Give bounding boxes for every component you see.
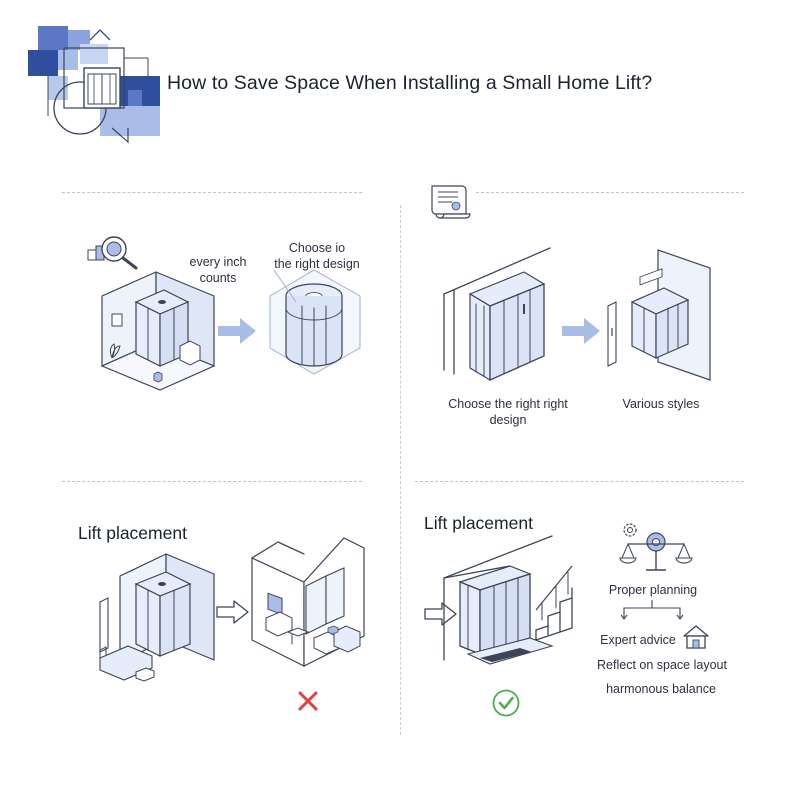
house-icon (683, 625, 709, 649)
heading-lift-placement-right: Lift placement (424, 513, 533, 533)
arrow-right-outline-icon (216, 600, 249, 624)
scroll-icon (431, 185, 471, 219)
step-proper-planning: Proper planning (608, 583, 698, 597)
divider-vertical (400, 205, 401, 735)
caption-various-styles: Various styles (622, 397, 700, 411)
planning-balance-icon (619, 523, 693, 571)
divider-top-left (62, 192, 362, 193)
step-reflect-layout: Reflect on space layout (597, 658, 727, 672)
heading-lift-placement-left: Lift placement (78, 523, 187, 543)
arrow-right-outline-icon (424, 602, 457, 626)
round-lift-illustration (269, 269, 361, 375)
lift-in-living-room-illustration (99, 553, 215, 682)
compact-lift-illustration (607, 249, 711, 381)
header-logo (28, 26, 160, 144)
lift-under-stairs-illustration (443, 535, 573, 665)
magnifier-icon (87, 236, 138, 270)
label-every-inch: every inch counts (189, 255, 247, 285)
cross-mark-icon (298, 691, 318, 711)
divider-mid-right (415, 481, 744, 482)
step-expert-advice: Expert advice (600, 633, 676, 647)
caption-choose-design: Choose the right right design (448, 397, 568, 427)
room-with-lift-illustration (100, 271, 216, 391)
arrow-right-icon (218, 318, 256, 344)
step-harmonious-balance: harmonous balance (606, 682, 716, 696)
branch-arrows-icon (620, 600, 684, 620)
page-title: How to Save Space When Installing a Smal… (167, 72, 653, 94)
check-mark-icon (492, 689, 520, 717)
divider-mid-left (62, 481, 362, 482)
sliding-door-lift-illustration (443, 247, 551, 382)
cluttered-room-illustration (251, 537, 365, 667)
divider-top-right (476, 192, 744, 193)
label-choose-design: Choose io the right design (274, 241, 360, 271)
arrow-right-icon (562, 318, 600, 344)
